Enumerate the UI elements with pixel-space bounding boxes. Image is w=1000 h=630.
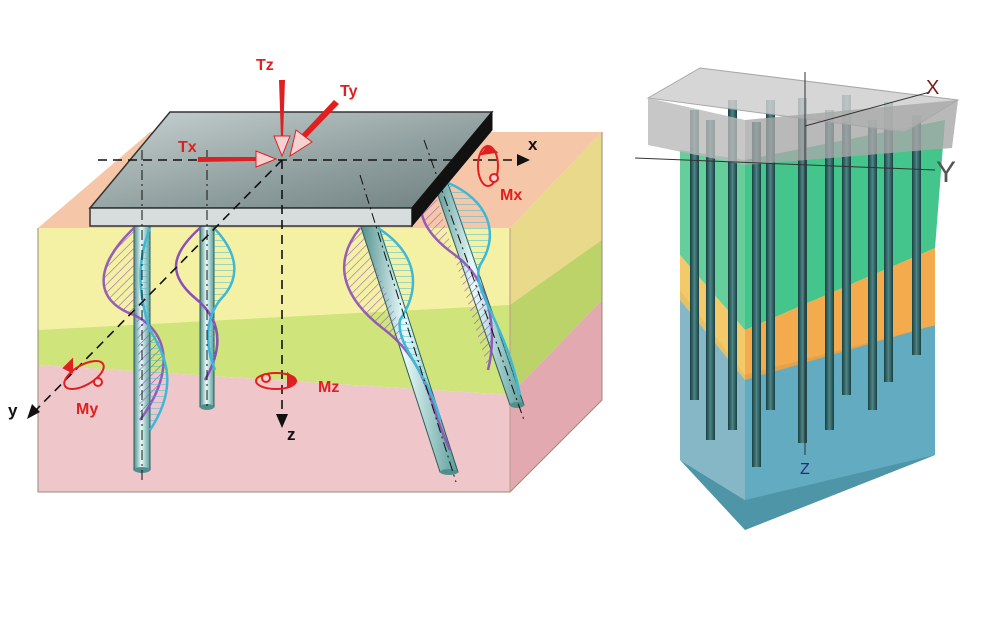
axis-label-x: x — [528, 135, 538, 154]
tz-force-arrow — [273, 80, 291, 158]
soil-side-yellow — [510, 132, 602, 330]
y-axis-arrow — [27, 404, 40, 419]
pile-cap — [88, 110, 494, 228]
shear-curve-cyan-3 — [377, 226, 442, 421]
label-tx: Tx — [178, 139, 197, 156]
z-axis-arrow — [276, 414, 288, 428]
model-cap-side — [745, 100, 958, 165]
mz-moment-icon — [255, 371, 298, 390]
label-ty: Ty — [340, 83, 358, 100]
label-mz: Mz — [318, 379, 339, 396]
right-3d-pile-model: X Y Z — [634, 67, 960, 530]
mx-moment-icon — [477, 144, 499, 187]
layer-blue-bottom — [680, 455, 935, 530]
pile-centerline-3 — [359, 174, 457, 483]
moment-curve-purple-2 — [174, 227, 219, 381]
ty-force-arrow — [289, 100, 339, 158]
model-axis-label-x: X — [926, 77, 939, 99]
axis-label-z: z — [287, 425, 296, 444]
pile-cap-side — [411, 110, 493, 228]
label-tz: Tz — [256, 57, 274, 74]
soil-side-pink — [510, 300, 602, 492]
x-axis-arrow — [517, 154, 530, 166]
shear-curve-cyan-1 — [139, 227, 169, 431]
soil-side-green — [510, 240, 602, 395]
shear-curve-cyan-2 — [206, 227, 236, 371]
shear-curve-cyan-4 — [445, 180, 522, 396]
moment-diagrams — [102, 180, 522, 451]
label-my: My — [76, 401, 98, 418]
model-x-axis-line — [804, 91, 931, 127]
left-pile-diagram: x y z — [8, 57, 603, 493]
model-cap-front — [648, 98, 745, 165]
applied-loads — [62, 80, 499, 390]
model-axis-label-y: Y — [936, 156, 956, 189]
model-y-axis-line — [634, 157, 936, 171]
pile-cap-front — [89, 207, 413, 227]
tx-force-arrow — [198, 150, 278, 168]
label-mx: Mx — [500, 187, 522, 204]
moment-curve-purple-3 — [343, 227, 452, 451]
axis-label-y: y — [8, 401, 18, 420]
model-axis-label-z: Z — [800, 461, 810, 478]
model-axes — [634, 72, 936, 455]
model-piles — [690, 95, 921, 467]
my-moment-icon — [62, 357, 105, 390]
pile-centerline-4 — [423, 139, 525, 421]
